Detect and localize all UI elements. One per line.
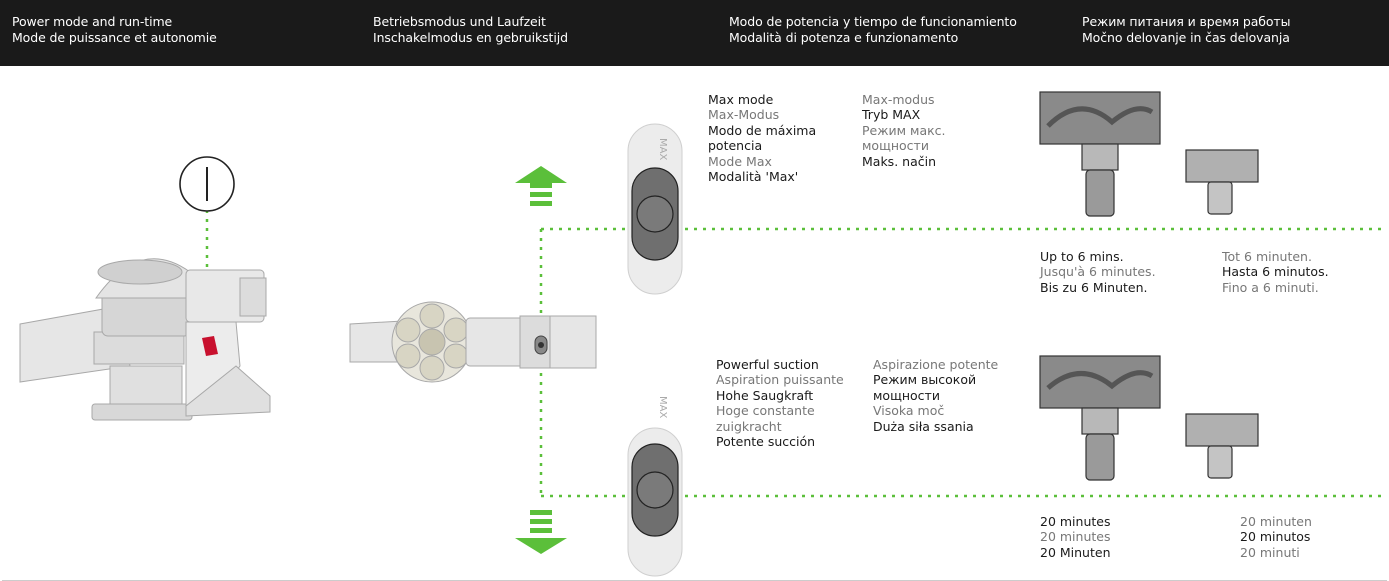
arrow-up-icon bbox=[515, 166, 567, 206]
trigger-red bbox=[202, 336, 218, 356]
mode-label: Режим макс. bbox=[862, 122, 946, 138]
mode-label: Potente succión bbox=[716, 434, 816, 450]
header-title: Inschakelmodus en gebruikstijd bbox=[373, 30, 568, 45]
mode-label: мощности bbox=[873, 387, 940, 403]
header-title: Betriebsmodus und Laufzeit bbox=[373, 14, 546, 29]
switch-max-label-top: MAX bbox=[657, 138, 668, 160]
mode-label: мощности bbox=[862, 138, 929, 154]
header-col-en-fr: Power mode and run-time Mode de puissanc… bbox=[12, 14, 217, 46]
mode-label: Maks. način bbox=[862, 153, 936, 169]
mode-label: Max-Modus bbox=[708, 107, 780, 123]
runtime-label: Tot 6 minuten. bbox=[1222, 249, 1312, 264]
mini-tool-icon bbox=[1185, 413, 1259, 479]
mode-label: Mode Max bbox=[708, 153, 772, 169]
vacuum-top-view bbox=[349, 301, 597, 383]
max-mode-labels-b: Max-modus Tryb MAX Режим макс. мощности … bbox=[862, 92, 946, 169]
mode-label: Max-modus bbox=[862, 92, 935, 107]
arrow-down-icon bbox=[515, 510, 567, 554]
mode-label: Hohe Saugkraft bbox=[716, 387, 814, 403]
power-symbol-icon bbox=[179, 156, 235, 212]
switch-max-position bbox=[627, 123, 683, 295]
runtime-label: Jusqu'à 6 minutes. bbox=[1040, 264, 1156, 280]
powerful-runtime-b: 20 minuten 20 minutos 20 minuti bbox=[1240, 514, 1312, 560]
illustration-area: MAX MAX M bbox=[0, 66, 1389, 581]
mode-label: Hoge constante bbox=[716, 403, 815, 419]
cleaner-head-icon bbox=[1039, 355, 1161, 481]
header-col-es-it: Modo de potencia y tiempo de funcionamie… bbox=[729, 14, 1017, 46]
runtime-label: Bis zu 6 Minuten. bbox=[1040, 279, 1148, 295]
runtime-label: 20 Minuten bbox=[1040, 544, 1111, 560]
illustration-svg: MAX MAX bbox=[19, 91, 1385, 577]
mini-tool-icon bbox=[1185, 149, 1259, 215]
header-title: Močno delovanje in čas delovanja bbox=[1082, 30, 1290, 45]
vacuum-side-view bbox=[19, 258, 271, 421]
runtime-label: 20 minutos bbox=[1240, 529, 1311, 545]
runtime-label: 20 minuti bbox=[1240, 544, 1300, 560]
header-title: Mode de puissance et autonomie bbox=[12, 30, 217, 45]
mode-label: zuigkracht bbox=[716, 418, 782, 434]
mode-label: Режим высокой bbox=[873, 372, 977, 388]
mode-label: Tryb MAX bbox=[862, 107, 921, 123]
mode-label: Modalità 'Max' bbox=[708, 169, 799, 185]
cleaner-head-icon bbox=[1039, 91, 1161, 217]
runtime-label: 20 minutes bbox=[1040, 514, 1111, 529]
header-title: Power mode and run-time bbox=[12, 14, 173, 29]
header-title: Modo de potencia y tiempo de funcionamie… bbox=[729, 14, 1017, 29]
mode-label: Aspiration puissante bbox=[716, 372, 844, 388]
header-col-ru-sl: Режим питания и время работы Močno delov… bbox=[1082, 14, 1290, 46]
header-bar: Power mode and run-time Mode de puissanc… bbox=[0, 0, 1389, 66]
mode-label: Max mode bbox=[708, 92, 774, 107]
powerful-mode-labels-a: Powerful suction Aspiration puissante Ho… bbox=[716, 357, 844, 449]
mode-label: Duża siła ssania bbox=[873, 418, 974, 434]
mode-switch-icon bbox=[534, 335, 548, 355]
powerful-runtime-a: 20 minutes 20 minutes 20 Minuten bbox=[1040, 514, 1111, 560]
max-mode-labels-a: Max mode Max-Modus Modo de máxima potenc… bbox=[708, 92, 816, 184]
switch-max-label-bottom: MAX bbox=[657, 396, 668, 418]
header-col-de-nl: Betriebsmodus und Laufzeit Inschakelmodu… bbox=[373, 14, 568, 46]
mode-label: Aspirazione potente bbox=[873, 357, 999, 372]
runtime-label: 20 minutes bbox=[1040, 529, 1111, 545]
mode-label: Modo de máxima bbox=[708, 122, 817, 138]
runtime-label: Hasta 6 minutos. bbox=[1222, 264, 1329, 280]
switch-powerful-position bbox=[627, 427, 683, 577]
header-title: Modalità di potenza e funzionamento bbox=[729, 30, 959, 45]
max-runtime-b: Tot 6 minuten. Hasta 6 minutos. Fino a 6… bbox=[1222, 249, 1329, 295]
powerful-mode-labels-b: Aspirazione potente Режим высокой мощнос… bbox=[873, 357, 998, 434]
mode-label: Powerful suction bbox=[716, 357, 819, 372]
runtime-label: 20 minuten bbox=[1240, 514, 1312, 529]
header-title: Режим питания и время работы bbox=[1082, 14, 1291, 29]
max-runtime-a: Up to 6 mins. Jusqu'à 6 minutes. Bis zu … bbox=[1040, 249, 1156, 295]
runtime-label: Fino a 6 minuti. bbox=[1222, 279, 1319, 295]
mode-label: potencia bbox=[708, 138, 763, 154]
mode-label: Visoka moč bbox=[873, 403, 945, 419]
runtime-label: Up to 6 mins. bbox=[1040, 249, 1124, 264]
